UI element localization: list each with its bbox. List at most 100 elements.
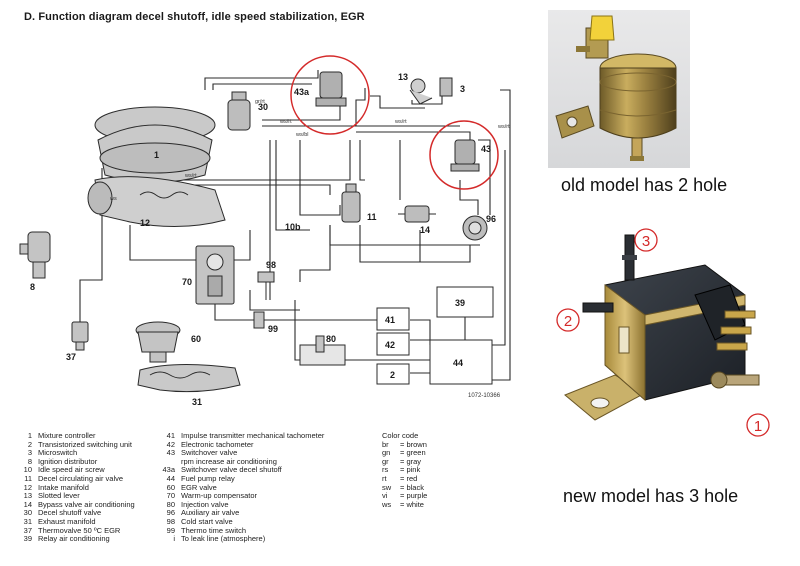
legend-item: sw= black (382, 482, 427, 493)
label-1: 1 (154, 150, 159, 160)
color-code-title: Color code (382, 431, 419, 440)
intake-manifold (87, 176, 226, 227)
legend-item-number: 96 (166, 508, 175, 518)
label-41: 41 (385, 315, 395, 325)
label-31: 31 (192, 397, 202, 407)
relay-box-39 (436, 286, 494, 318)
hose-line (204, 70, 319, 90)
legend-item-text: = red (400, 473, 418, 483)
switchover-valve-43a (315, 71, 347, 107)
hose-line (359, 225, 471, 263)
legend-item-number: 31 (23, 516, 32, 526)
legend-item-text: EGR valve (181, 482, 217, 492)
legend-item: rt= red (382, 473, 427, 484)
label-60: 60 (191, 334, 201, 344)
wire-line (214, 300, 380, 321)
port-label-3: 3 (642, 233, 650, 250)
slotted-lever (409, 78, 433, 105)
legend-item: rpm increase air conditioning (157, 457, 324, 467)
label-39: 39 (455, 298, 465, 308)
legend-item-text: Cold start valve (181, 516, 233, 526)
label-44: 44 (453, 358, 463, 368)
diagram-title: D. Function diagram decel shutoff, idle … (24, 11, 365, 23)
warm-up-compensator (195, 245, 235, 305)
label-13: 13 (398, 72, 408, 82)
tachometer-box-41 (376, 307, 410, 331)
hose-line (129, 225, 251, 261)
legend-item-text: Thermo time switch (181, 525, 247, 535)
wire-label: ws/rt (184, 173, 197, 179)
legend-item-text: Relay air conditioning (38, 534, 110, 544)
legend-item: 10 Idle speed air screw (14, 466, 135, 475)
label-80: 80 (326, 334, 336, 344)
mixture-controller (94, 106, 216, 183)
label-11: 11 (367, 212, 377, 222)
new-model-photo: 3 2 1 (556, 228, 770, 437)
injection-valve (299, 335, 346, 366)
label-96: 96 (486, 214, 496, 224)
legend-item-number: sw (382, 482, 392, 492)
legend-item-number: 99 (166, 525, 175, 535)
hose-line (212, 83, 312, 90)
decel-circulating-air-valve (341, 183, 361, 223)
legend-item-number: 70 (166, 491, 175, 501)
label-8: 8 (30, 282, 35, 292)
legend-item-text: Idle speed air screw (38, 465, 105, 475)
legend-item-text: Decel shutoff valve (38, 508, 102, 518)
legend-item-text: Bypass valve air conditioning (38, 499, 135, 509)
legend-item-text: Transistorized switching unit (38, 439, 132, 449)
label-70: 70 (182, 277, 192, 287)
legend-item-number: 44 (166, 473, 175, 483)
fuel-pump-relay-box-44 (429, 339, 493, 385)
hose-line (478, 139, 491, 215)
legend-item-number: 60 (166, 482, 175, 492)
legend-item-text: Switchover valve decel shutoff (181, 465, 282, 475)
hose-line (356, 131, 471, 145)
legend-item-text: Thermovalve 50 ºC EGR (38, 525, 121, 535)
legend-item: 99 Thermo time switch (157, 525, 324, 536)
legend-item-number: gr (382, 456, 389, 466)
label-3: 3 (460, 84, 465, 94)
label-43: 43 (481, 144, 491, 154)
figure-number: 1072-10366 (468, 393, 501, 399)
legend-item: 96 Auxiliary air valve (157, 509, 324, 518)
legend-item-text: Auxiliary air valve (181, 508, 240, 518)
port-label-circle-2 (556, 308, 580, 332)
hose-line (160, 140, 351, 181)
legend-item-number: 43a (162, 465, 175, 475)
legend-item-text: = brown (400, 439, 427, 449)
old-model-caption: old model has 2 hole (561, 175, 728, 195)
wire-label: ws/rt (497, 124, 510, 130)
legend-item-number: 39 (23, 534, 32, 544)
legend-item-text: Ignition distributor (38, 456, 98, 466)
legend-item-number: 43 (166, 448, 175, 458)
legend-item-number: rs (382, 465, 389, 475)
legend-item-text: Microswitch (38, 448, 78, 458)
legend-item-number: 42 (166, 439, 175, 449)
label-43a: 43a (294, 87, 310, 97)
legend-item-number: 41 (166, 431, 175, 440)
legend-item-number: 10 (23, 465, 32, 475)
legend-item-number: 11 (24, 473, 32, 483)
legend-item-text: Fuel pump relay (181, 473, 235, 483)
legend-item: 43a Switchover valve decel shutoff (157, 466, 324, 475)
legend-item: 60 EGR valve (157, 482, 324, 493)
hose-line (275, 140, 310, 231)
legend-item: 39 Relay air conditioning (14, 535, 135, 544)
old-model-photo (548, 10, 690, 168)
legend-item-number: vi (382, 491, 388, 501)
wire-label: ws (109, 196, 117, 202)
